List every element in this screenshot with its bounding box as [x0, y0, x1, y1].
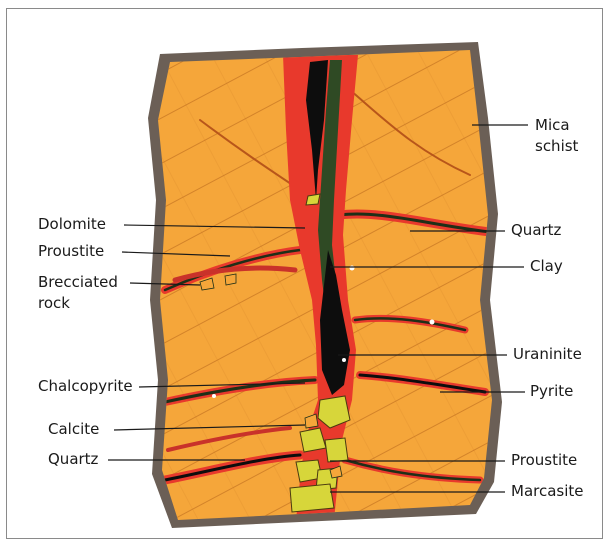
label-pyrite: Pyrite	[530, 382, 573, 401]
label-quartz-right: Quartz	[511, 221, 561, 240]
label-schist: schist	[535, 137, 578, 156]
label-calcite: Calcite	[48, 420, 99, 439]
label-quartz-left: Quartz	[48, 450, 98, 469]
label-clay: Clay	[530, 257, 563, 276]
label-rock: rock	[38, 294, 70, 313]
label-uraninite: Uraninite	[513, 345, 582, 364]
label-marcasite: Marcasite	[511, 482, 584, 501]
label-chalcopyrite: Chalcopyrite	[38, 377, 133, 396]
label-dolomite: Dolomite	[38, 215, 106, 234]
label-brecciated: Brecciated	[38, 273, 118, 292]
label-mica: Mica	[535, 116, 570, 135]
label-proustite-right: Proustite	[511, 451, 577, 470]
label-proustite-left: Proustite	[38, 242, 104, 261]
